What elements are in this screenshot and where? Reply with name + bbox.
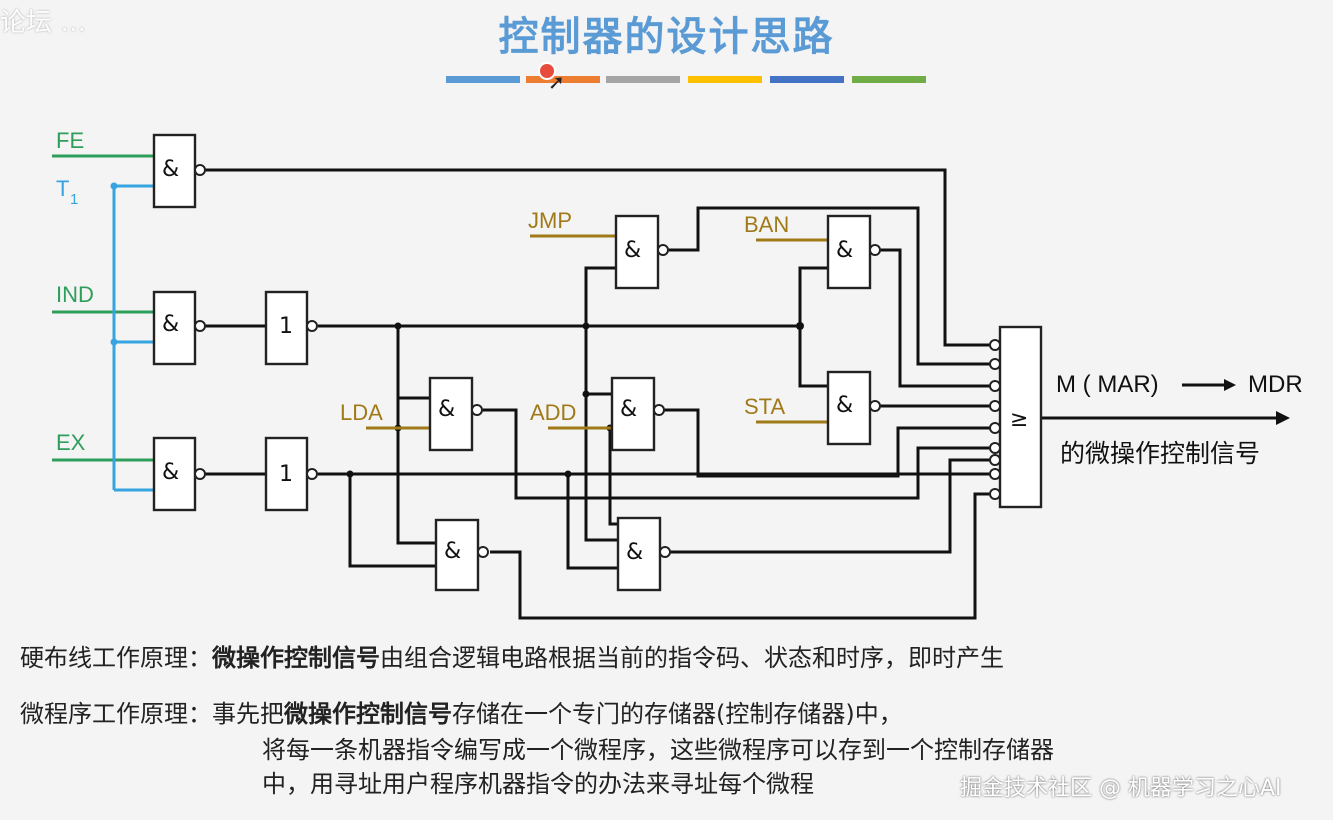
and-gate-sta: & xyxy=(826,370,881,446)
gate-symbol: 1 xyxy=(279,314,293,339)
input-label-sta: STA xyxy=(744,394,785,419)
circuit-wires xyxy=(205,168,1290,620)
micro-bold-term: 微操作控制信号 xyxy=(284,700,452,728)
gate-symbol: & xyxy=(162,460,179,485)
and-gate-ban: & xyxy=(826,214,881,290)
mouse-cursor-icon: ➚ xyxy=(548,70,565,94)
micro-line1-rest: 存储在一个专门的存储器(控制存储器)中， xyxy=(452,700,903,728)
input-label-t1-subscript: 1 xyxy=(70,191,78,208)
and-gate-jmp: & xyxy=(614,214,669,290)
input-wires xyxy=(52,154,828,492)
color-bar-5 xyxy=(770,76,844,83)
hardwired-principle: 硬布线工作原理：微操作控制信号由组合逻辑电路根据当前的指令码、状态和时序，即时产… xyxy=(20,640,1004,676)
input-label-add: ADD xyxy=(530,400,576,425)
hardwired-bold-term: 微操作控制信号 xyxy=(212,644,380,672)
output-label-mdr: MDR xyxy=(1248,371,1303,398)
page-title: 控制器的设计思路 xyxy=(498,14,835,60)
output-caption: 的微操作控制信号 xyxy=(1060,439,1260,468)
logic-circuit-diagram: FE T 1 IND EX JMP BAN LDA ADD STA & & 1 … xyxy=(52,128,1303,620)
watermark-top: 论坛 … xyxy=(0,8,87,38)
input-label-jmp: JMP xyxy=(528,208,572,233)
output-label-mar: M ( MAR) xyxy=(1056,371,1159,398)
not-gate-ind: 1 xyxy=(264,290,318,366)
gate-symbol: & xyxy=(626,540,643,565)
gate-symbol: & xyxy=(438,397,455,422)
or-gate-output: ≥ xyxy=(989,325,1043,509)
color-bar-2 xyxy=(526,76,600,83)
input-label-ex: EX xyxy=(56,430,86,455)
input-label-t1: T xyxy=(56,176,69,201)
and-gate-add-ex: & xyxy=(616,516,671,592)
watermark-bottom: 掘金技术社区 @ 机器学习之心AI xyxy=(960,776,1282,801)
color-bar-4 xyxy=(688,76,762,83)
gate-symbol: ≥ xyxy=(1010,407,1028,432)
not-gate-ex: 1 xyxy=(264,436,318,512)
micro-line2: 将每一条机器指令编写成一个微程序，这些微程序可以存到一个控制存储器 xyxy=(262,736,1054,764)
and-gate-add: & xyxy=(610,376,665,452)
hardwired-label: 硬布线工作原理： xyxy=(20,644,212,672)
input-label-fe: FE xyxy=(56,128,84,153)
gate-symbol: & xyxy=(444,539,461,564)
micro-line3: 中，用寻址用户程序机器指令的办法来寻址每个微程 xyxy=(262,770,814,798)
microprogram-principle: 微程序工作原理：事先把微操作控制信号存储在一个专门的存储器(控制存储器)中， xyxy=(20,696,903,732)
gate-symbol: 1 xyxy=(279,462,293,487)
gate-symbol: & xyxy=(624,238,641,263)
input-label-ind: IND xyxy=(56,282,94,307)
and-gate-ex: & xyxy=(152,436,206,512)
and-gate-indirect-ex: & xyxy=(434,518,489,592)
gate-symbol: & xyxy=(162,157,179,182)
pointer-highlight xyxy=(538,62,556,80)
and-gate-lda: & xyxy=(428,376,483,452)
input-label-lda: LDA xyxy=(340,400,383,425)
color-bar-6 xyxy=(852,76,926,83)
and-gate-fe: & xyxy=(152,133,206,209)
gate-symbol: & xyxy=(162,312,179,337)
input-label-ban: BAN xyxy=(744,212,789,237)
hardwired-description: 由组合逻辑电路根据当前的指令码、状态和时序，即时产生 xyxy=(380,644,1004,672)
color-bar-1 xyxy=(446,76,520,83)
gate-symbol: & xyxy=(836,238,853,263)
gate-symbol: & xyxy=(836,393,853,418)
micro-line1-pre: 事先把 xyxy=(212,700,284,728)
gate-symbol: & xyxy=(620,397,637,422)
and-gate-ind: & xyxy=(152,290,206,366)
color-bar-3 xyxy=(606,76,680,83)
micro-label: 微程序工作原理： xyxy=(20,700,212,728)
